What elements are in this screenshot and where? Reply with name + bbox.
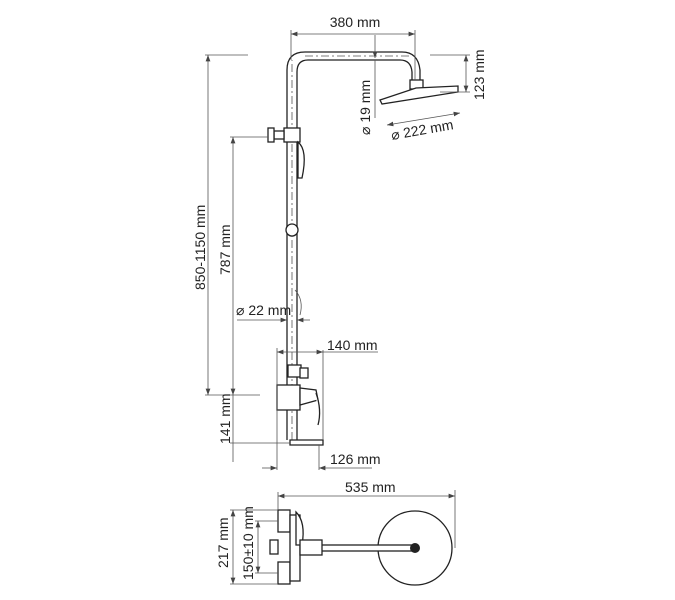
mixer-depth-label: 140 mm [327, 337, 378, 353]
diverter-knob [273, 130, 285, 140]
mixer-height-label: 141 mm [217, 393, 233, 444]
arm-diameter-label: ⌀ 19 mm [357, 80, 373, 135]
top-width-label: 217 mm [215, 517, 231, 568]
inlet-spacing-label: 150±10 mm [240, 506, 256, 580]
column-height-label: 787 mm [217, 224, 233, 275]
slider-ball [285, 223, 299, 237]
head-height-label: 123 mm [471, 49, 487, 100]
top-view [230, 490, 456, 586]
spout-depth-label: 126 mm [330, 451, 381, 467]
column-diameter-label: ⌀ 22 mm [236, 302, 291, 318]
total-projection-label: 535 mm [345, 479, 396, 495]
arm-length-label: 380 mm [330, 14, 381, 30]
shower-column [267, 51, 424, 440]
hand-shower [297, 140, 305, 179]
height-range-label: 850-1150 mm [192, 205, 208, 290]
shower-head [379, 85, 459, 105]
mixer [276, 364, 324, 446]
